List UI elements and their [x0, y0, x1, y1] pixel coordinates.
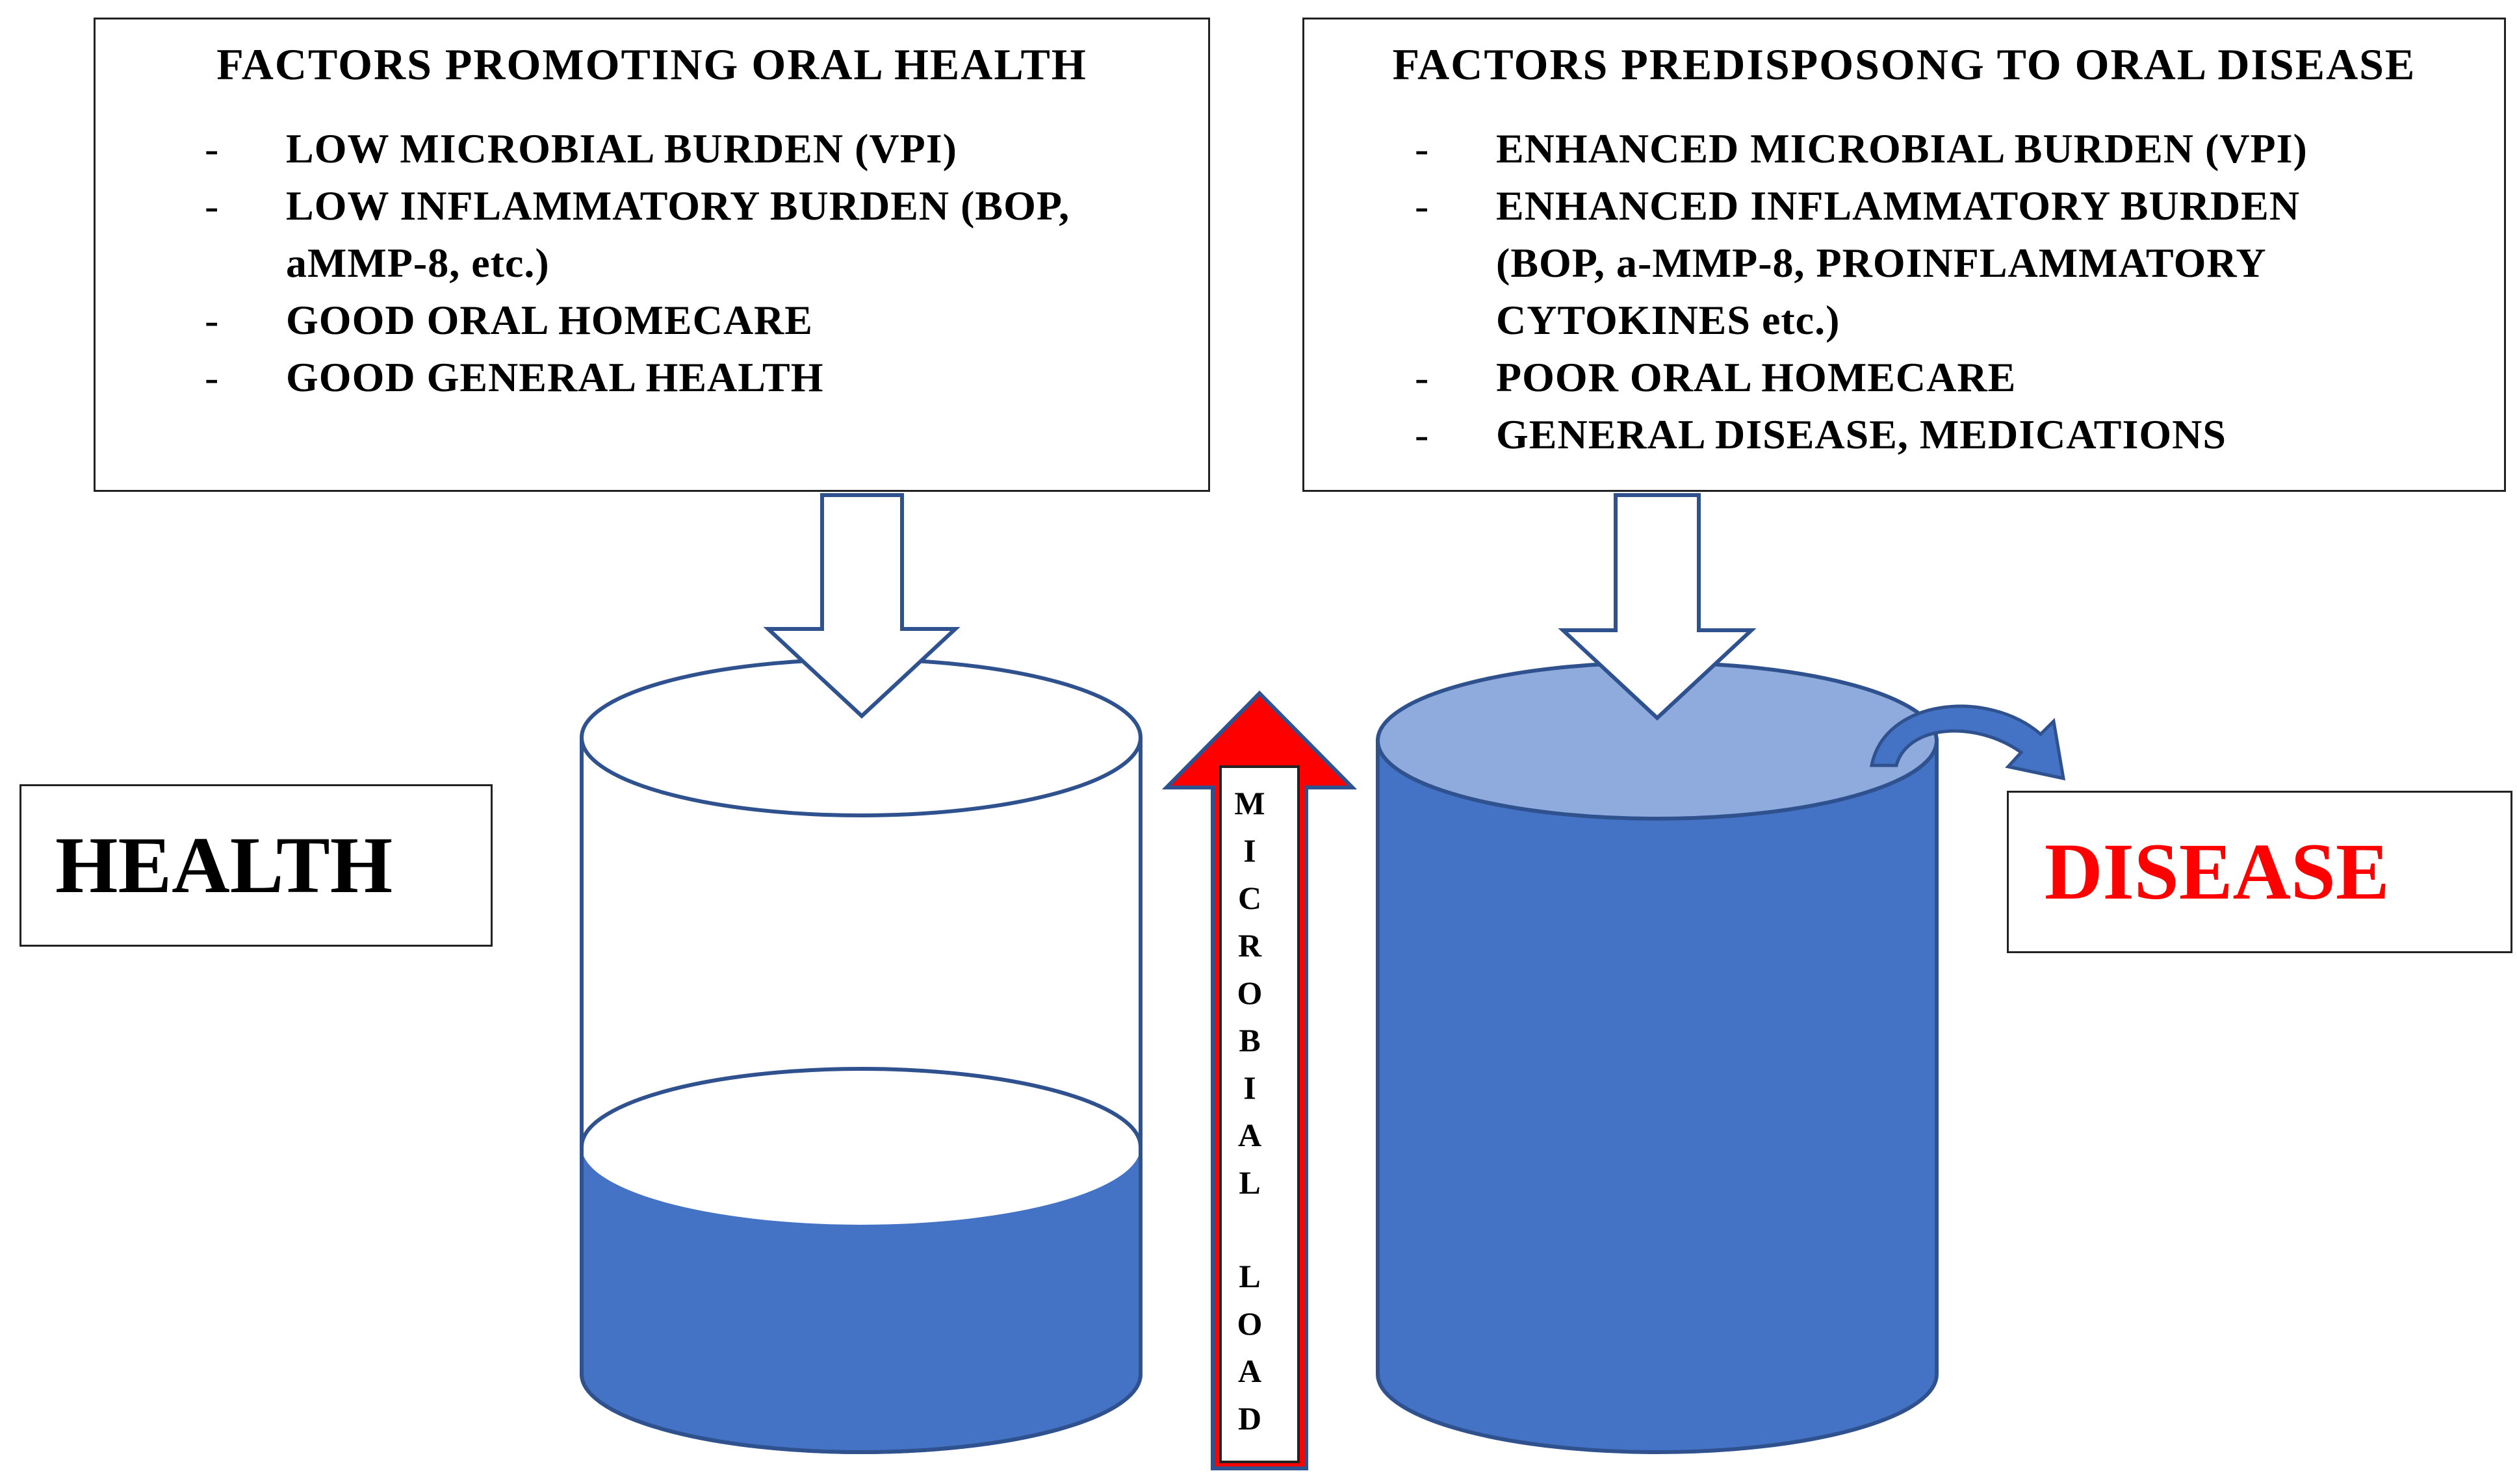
disease-factor-item-text: ENHANCED INFLAMMATORY BURDEN (BOP, a-MMP…: [1496, 183, 2301, 343]
health-cylinder: [580, 658, 1142, 1454]
load-letter: L: [1239, 1258, 1263, 1294]
health-factor-item-text: GOOD GENERAL HEALTH: [286, 354, 824, 400]
health-label-box: HEALTH: [19, 784, 493, 947]
disease-factor-item-text: GENERAL DISEASE, MEDICATIONS: [1496, 411, 2227, 457]
bullet-dash: -: [1415, 411, 1430, 457]
health-label: HEALTH: [55, 821, 393, 910]
health-factor-item: - GOOD GENERAL HEALTH: [205, 349, 1070, 406]
disease-label: DISEASE: [2045, 827, 2390, 916]
health-factor-item-text: GOOD ORAL HOMECARE: [286, 297, 813, 343]
disease-factor-item: - ENHANCED INFLAMMATORY BURDEN (BOP, a-MM…: [1415, 177, 2308, 349]
load-letter: D: [1237, 1400, 1265, 1437]
disease-label-box: DISEASE: [2007, 791, 2512, 953]
bullet-dash: -: [1415, 354, 1430, 400]
health-cylinder-bottom-edge: [580, 1374, 1142, 1454]
bullet-dash: -: [1415, 183, 1430, 229]
microbial-letter: A: [1237, 1117, 1265, 1153]
health-factors-box: FACTORS PROMOTING ORAL HEALTH - LOW MICRO…: [94, 18, 1210, 492]
disease-factors-title: FACTORS PREDISPOSONG TO ORAL DISEASE: [1392, 40, 2416, 89]
bullet-dash: -: [205, 297, 220, 343]
microbial-letter: O: [1237, 975, 1265, 1011]
bullet-dash: -: [205, 354, 220, 400]
microbial-load-arrow: [1161, 690, 1358, 1470]
health-factor-item-text: LOW MICROBIAL BURDEN (VPI): [286, 125, 957, 172]
microbial-letter: R: [1237, 927, 1265, 964]
health-cylinder-fill: [582, 1147, 1141, 1452]
bullet-dash: -: [205, 183, 220, 229]
microbial-letter: I: [1243, 1069, 1259, 1106]
disease-factor-item: - ENHANCED MICROBIAL BURDEN (VPI): [1415, 120, 2308, 177]
bullet-dash: -: [1415, 125, 1430, 172]
microbial-letter: C: [1237, 880, 1265, 916]
health-factor-item: - LOW INFLAMMATORY BURDEN (BOP, aMMP-8, e…: [205, 177, 1070, 292]
disease-factor-item-text: ENHANCED MICROBIAL BURDEN (VPI): [1496, 125, 2308, 172]
disease-factors-list: - ENHANCED MICROBIAL BURDEN (VPI) - ENHANCE…: [1415, 120, 2308, 463]
health-factor-item: - GOOD ORAL HOMECARE: [205, 292, 1070, 349]
microbial-letter: B: [1239, 1022, 1263, 1058]
microbial-letter: L: [1239, 1164, 1263, 1201]
microbial-letter: I: [1243, 832, 1259, 869]
down-arrow-disease: [1558, 493, 1757, 721]
disease-factor-item-text: POOR ORAL HOMECARE: [1496, 354, 2017, 400]
health-factor-item: - LOW MICROBIAL BURDEN (VPI): [205, 120, 1070, 177]
load-letter: A: [1237, 1353, 1265, 1389]
disease-cylinder: [1376, 661, 1939, 1454]
load-letter: O: [1237, 1305, 1265, 1342]
disease-factor-item: - POOR ORAL HOMECARE: [1415, 349, 2308, 406]
microbial-letter: M: [1234, 785, 1268, 821]
bullet-dash: -: [205, 125, 220, 172]
health-factor-item-text: LOW INFLAMMATORY BURDEN (BOP, aMMP-8, et…: [286, 183, 1070, 286]
overflow-arrow: [1869, 704, 2066, 781]
down-arrow-health: [763, 493, 961, 719]
health-fill-surface: [580, 1067, 1142, 1147]
disease-factors-box: FACTORS PREDISPOSONG TO ORAL DISEASE - EN…: [1302, 18, 2506, 492]
health-factors-list: - LOW MICROBIAL BURDEN (VPI) - LOW INFLAMMA…: [205, 120, 1070, 406]
disease-factor-item: - GENERAL DISEASE, MEDICATIONS: [1415, 406, 2308, 463]
disease-cylinder-body: [1376, 739, 1939, 1454]
health-factors-title: FACTORS PROMOTING ORAL HEALTH: [216, 40, 1087, 89]
